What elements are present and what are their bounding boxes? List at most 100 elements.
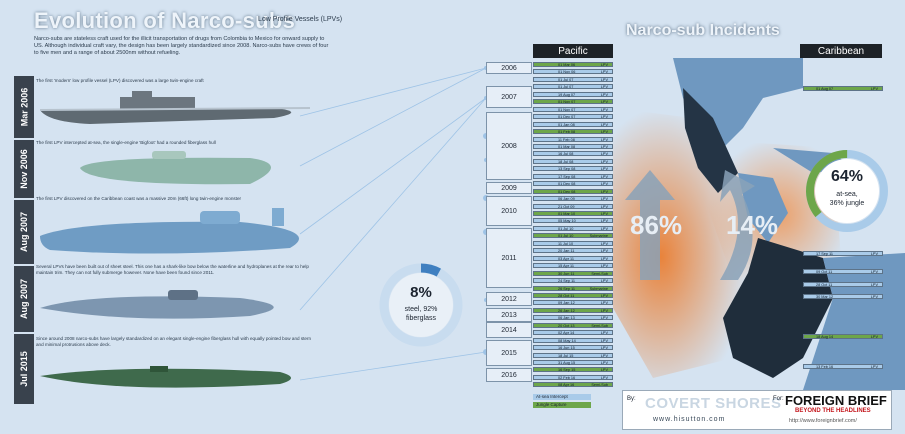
- legend-jungle: Jungle Capture: [533, 402, 591, 408]
- vessel-year: Jul 2015: [14, 334, 34, 404]
- donut-percent: 64%: [830, 168, 864, 185]
- incident-date: 20 Oct 13: [558, 323, 575, 328]
- foreign-brief-logo: FOREIGN BRIEF: [785, 393, 887, 408]
- incident-type: LPV: [600, 226, 608, 231]
- vessel-year: Aug 2007: [14, 200, 34, 264]
- incident-type: LPV: [600, 174, 608, 179]
- incident-type: LPV: [600, 144, 608, 149]
- covert-shores-logo: COVERT SHORES: [645, 395, 782, 412]
- by-label: By:: [627, 396, 636, 402]
- year-label: 2006: [486, 62, 532, 74]
- incident-type: LPV: [600, 308, 608, 313]
- incident-type: LPV: [600, 130, 608, 135]
- pacific-incident-row: 26 Jan 12 LPV: [533, 307, 613, 313]
- vessel-image: [80, 151, 271, 185]
- incident-type: LPV: [600, 293, 608, 298]
- incident-date: 06 Jan 09: [558, 197, 575, 202]
- foreign-brief-tagline: BEYOND THE HEADLINES: [795, 408, 871, 414]
- pacific-incident-row: 17 Sep 08 LPV: [533, 173, 613, 179]
- incident-date: 17 Sep 08: [558, 174, 576, 179]
- covert-shores-url[interactable]: www.hisutton.com: [653, 416, 726, 423]
- incident-type: LPV: [600, 77, 608, 82]
- incident-type: LPV: [600, 338, 608, 343]
- pacific-incident-row: 01 Jul 10 LPV: [533, 225, 613, 231]
- incident-type: LPV: [600, 152, 608, 157]
- pacific-incident-row: 01 Mar 06 LPV: [533, 62, 613, 67]
- incident-date: 01 Nov 07: [558, 100, 576, 105]
- donut-label-line1: at-sea,: [836, 191, 858, 198]
- incident-date: 01 Dec 08: [558, 182, 576, 187]
- foreign-brief-url[interactable]: http://www.foreignbrief.com/: [789, 418, 857, 424]
- incident-type: LPV: [600, 189, 608, 194]
- incident-date: 01 Mar 06: [558, 63, 576, 67]
- donut-label-line1: steel, 92%: [404, 306, 438, 313]
- incident-date: 18 Aug 14: [816, 335, 834, 339]
- incident-date: 20 Jan 11: [558, 249, 575, 254]
- incident-date: 21 Oct 09: [558, 204, 575, 209]
- pacific-incident-row: 01 Dec 08 LPV: [533, 188, 613, 194]
- incident-type: LPV: [600, 368, 608, 373]
- incident-date: 01 Jul 10: [558, 226, 574, 231]
- incident-type: LPV: [600, 241, 608, 246]
- incident-date: 28 Oct 11: [558, 293, 575, 298]
- incidents-title: Narco-sub Incidents: [626, 22, 780, 39]
- incident-type: LPV: [600, 219, 608, 224]
- incident-type: LPV: [600, 100, 608, 105]
- incident-date: 24 Sep 11: [558, 279, 576, 284]
- donut-chart: [806, 150, 888, 232]
- vessel-year: Mar 2006: [14, 76, 34, 138]
- incident-date: 01 Nov 06: [558, 70, 576, 75]
- incident-date: 01 Jan 08: [558, 122, 575, 127]
- incident-type: LPV: [600, 361, 608, 365]
- donut-chart: [379, 263, 463, 347]
- for-label: For:: [773, 396, 784, 402]
- vessel-description: The first LPV discovered on the Caribbea…: [36, 196, 242, 201]
- intro-text: Narco-subs are stateless craft used for …: [34, 36, 329, 56]
- year-label: 2015: [486, 340, 532, 366]
- pacific-incident-row: 31 Aug 15 LPV: [533, 360, 613, 365]
- incident-date: 31 Aug 15: [558, 361, 576, 365]
- pacific-incident-row: 01 Jul 07 LPV: [533, 76, 613, 82]
- year-label: 2008: [486, 112, 532, 180]
- incident-date: 30 Mar 12: [816, 295, 834, 299]
- vessel-image: [40, 91, 310, 124]
- incident-date: 09 Oct 11: [816, 270, 833, 274]
- incident-type: LPV: [600, 279, 608, 284]
- incident-date: 16 Jul 08: [558, 152, 574, 157]
- vessel-description: Since around 2008 narco-subs have largel…: [36, 336, 312, 347]
- incident-type: LPV: [600, 197, 608, 202]
- incident-date: 16 Jun 15: [558, 346, 575, 351]
- incident-type: LPV: [600, 85, 608, 90]
- incident-date: 02 Apr 14: [558, 331, 575, 336]
- pacific-incident-row: 16 Jul 08 LPV: [533, 151, 613, 157]
- incident-type: LPV: [600, 63, 608, 67]
- incident-date: 08 Apr 16: [558, 383, 575, 388]
- pacific-incident-row: 28 Oct 11 LPV: [533, 292, 613, 298]
- credits-footer: By: COVERT SHORES www.hisutton.com For: …: [622, 390, 892, 430]
- incident-date: 11 Jul 10: [558, 241, 574, 246]
- incident-date: 26 Jan 12: [558, 308, 575, 313]
- caribbean-share: 14%: [726, 210, 779, 240]
- incident-type: LPV: [600, 70, 608, 75]
- incident-date: 01 Jul 07: [558, 77, 574, 82]
- incident-type: LPV: [600, 167, 608, 172]
- year-label: 2016: [486, 368, 532, 382]
- incident-date: 01 Dec 08: [558, 189, 576, 194]
